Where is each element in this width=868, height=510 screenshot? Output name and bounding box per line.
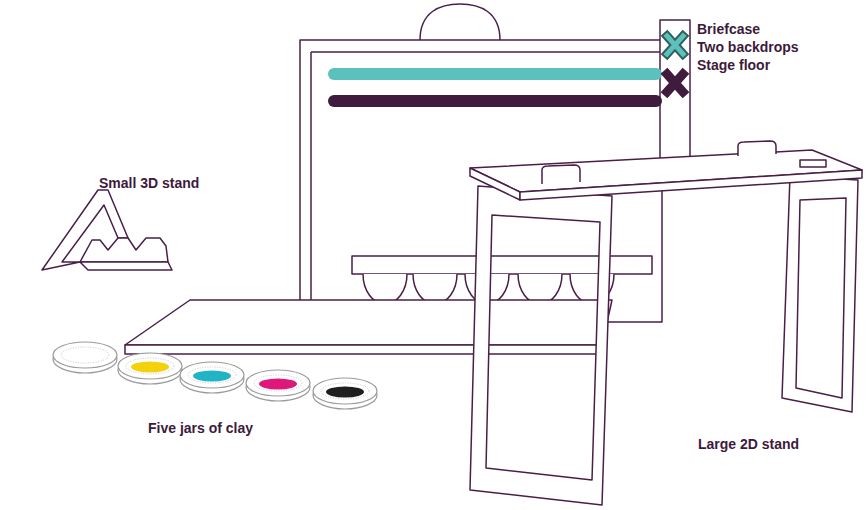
jar-rim <box>61 347 109 363</box>
jar-lid <box>313 378 377 404</box>
clay-jar <box>180 362 244 393</box>
stand-leg <box>782 176 858 412</box>
clay-jar <box>313 378 377 409</box>
cyan-clay <box>193 371 231 382</box>
side-panel <box>660 20 690 170</box>
teal-x-mark <box>667 36 683 54</box>
part-label: Two backdrops <box>697 39 799 56</box>
stand-top-edge <box>470 168 520 200</box>
clay-jars <box>53 342 377 409</box>
clay-jar <box>53 342 117 373</box>
jar-lid <box>118 353 182 379</box>
part-label: Briefcase <box>697 21 760 38</box>
stand-leg <box>470 186 612 505</box>
jar-rim <box>254 375 302 391</box>
briefcase-handle <box>420 4 500 40</box>
jar-lid <box>246 370 310 396</box>
teal-x-mark <box>667 36 683 54</box>
stand-cradle <box>80 238 168 262</box>
small-3d-stand <box>42 190 172 270</box>
magenta-clay <box>259 379 297 390</box>
yellow-clay <box>131 362 169 373</box>
jar-rim <box>188 367 236 383</box>
floor-top <box>125 300 612 345</box>
jar-rim <box>321 383 369 399</box>
stand-slot <box>800 160 826 167</box>
part-label: Five jars of clay <box>148 420 253 437</box>
teal-backdrop <box>328 68 662 80</box>
floor-edge <box>125 345 602 354</box>
stand-handle <box>542 165 580 184</box>
stand-handle <box>738 141 776 156</box>
part-label: Stage floor <box>697 57 770 74</box>
logo-marks <box>667 36 683 92</box>
clay-jar <box>118 353 182 384</box>
part-label: Large 2D stand <box>698 436 799 453</box>
jar-rim <box>126 358 174 374</box>
large-2d-stand <box>470 141 862 505</box>
purple-x-mark <box>667 74 683 92</box>
purple-backdrop <box>328 95 662 107</box>
frame-edge <box>310 52 312 322</box>
part-label: Small 3D stand <box>99 175 199 192</box>
jar-lid <box>53 342 117 368</box>
jar-lid <box>180 362 244 388</box>
black-clay <box>326 387 364 398</box>
stage-floor <box>125 300 612 354</box>
clay-jar <box>246 370 310 401</box>
stand-base <box>80 262 172 270</box>
frame-edge <box>311 51 660 53</box>
